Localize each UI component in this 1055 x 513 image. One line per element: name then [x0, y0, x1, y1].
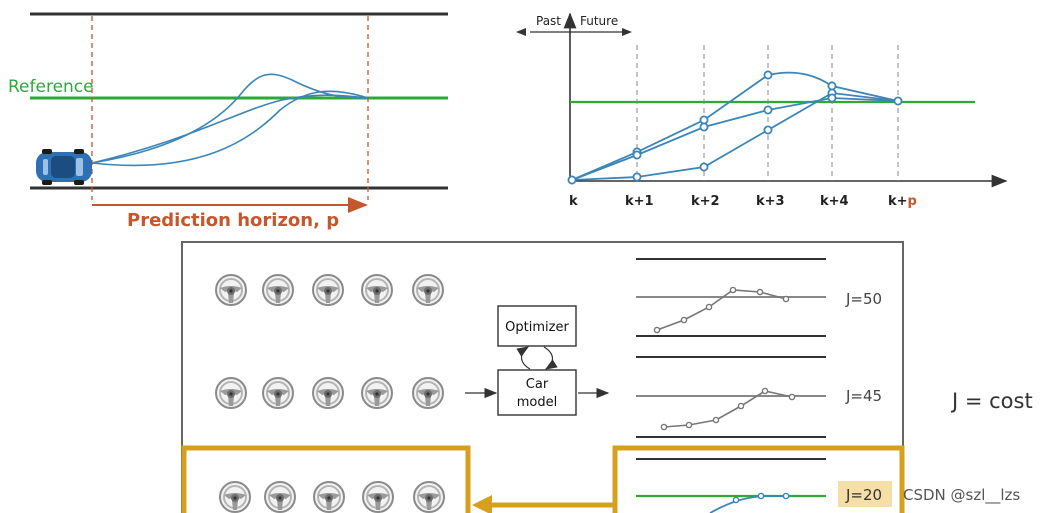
selected-output-highlight [612, 445, 905, 513]
selection-arrowhead [472, 495, 492, 513]
steering-wheel-icon [312, 274, 344, 306]
tick-label: k [569, 194, 578, 209]
tick-label: k+4 [820, 194, 849, 209]
steering-wheel-icon [262, 274, 294, 306]
trajectory-option: J=45 [636, 356, 882, 438]
trajectory-points [567, 70, 903, 185]
tick-label: k+p [888, 194, 917, 209]
predicted-trajectory [91, 73, 369, 164]
optimizer-label: Optimizer [505, 320, 569, 335]
feedback-loop [543, 346, 558, 370]
steering-wheel-icon [362, 481, 394, 513]
steering-wheel-icon [361, 377, 393, 409]
timeline-panel: Past Future k k+1 k+2 k+3 k+4 k+p [516, 12, 1008, 209]
cost-label: J=45 [845, 387, 882, 405]
trajectory-option-selected: J=20 [636, 458, 892, 513]
predicted-trajectory [91, 90, 369, 167]
predicted-trajectory [571, 97, 899, 181]
tick-label: k+3 [756, 194, 785, 209]
feedback-loop [516, 346, 531, 370]
selected-cost-badge [838, 481, 892, 507]
steering-wheel-icon [313, 481, 345, 513]
selected-input-highlight [181, 445, 471, 513]
tick-label: k+1 [625, 194, 654, 209]
car-model-label: model [517, 395, 557, 410]
steering-wheel-icon [264, 481, 296, 513]
past-label: Past [536, 14, 561, 28]
car-icon [36, 149, 92, 185]
steering-wheel-icon [312, 377, 344, 409]
steering-wheel-icon [219, 481, 251, 513]
steering-wheel-icon [215, 274, 247, 306]
reference-label: Reference [8, 77, 94, 97]
cost-label: J=50 [845, 290, 882, 308]
steering-wheel-icon [361, 274, 393, 306]
car-model-label: Car [526, 377, 549, 392]
trajectory-option: J=50 [636, 258, 882, 337]
future-arrowhead [622, 28, 632, 36]
cost-legend: J = cost [950, 389, 1033, 413]
car-model-block [497, 369, 577, 416]
predicted-trajectory [571, 92, 899, 181]
steering-wheel-icon [262, 377, 294, 409]
future-label: Future [580, 14, 618, 28]
past-arrowhead [516, 28, 526, 36]
horizon-label: Prediction horizon, p [127, 210, 339, 231]
mpc-panel: Optimizer Car model J=50 [181, 241, 905, 513]
predicted-trajectory [571, 71, 899, 181]
cost-label: J=20 [845, 486, 882, 504]
road-panel: Reference Prediction horizon, p [8, 12, 448, 231]
steering-wheel-icon [412, 274, 444, 306]
predicted-trajectory [91, 94, 369, 164]
steering-wheel-icon [412, 377, 444, 409]
steering-wheel-icon [413, 481, 445, 513]
watermark: CSDN @szl__lzs [903, 486, 1020, 505]
optimizer-block [497, 305, 577, 347]
tick-label: k+2 [691, 194, 720, 209]
steering-wheel-icon [215, 377, 247, 409]
